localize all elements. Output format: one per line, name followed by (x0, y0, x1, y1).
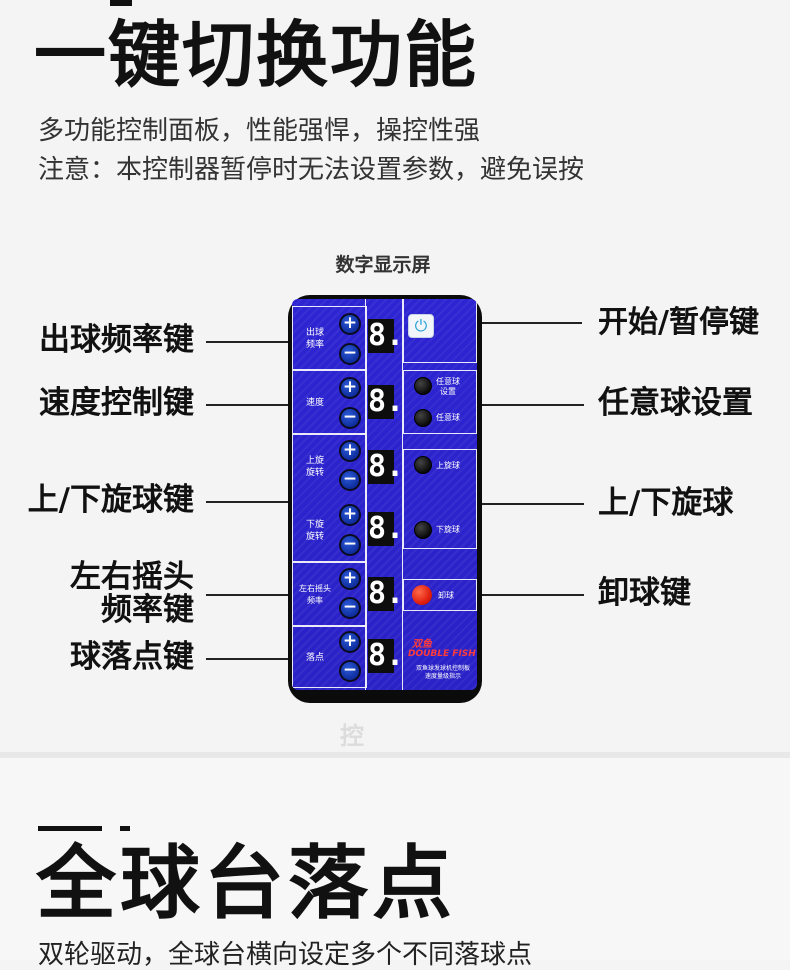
topspin-plus-button[interactable]: + (339, 440, 361, 462)
display-ball-frequency: 8. (368, 318, 405, 353)
ball-frequency-minus-button[interactable]: − (339, 343, 361, 365)
section2-decoration-bar (38, 826, 102, 831)
leader-line (440, 322, 582, 324)
label-topspin: 上旋 旋转 (305, 456, 324, 478)
group-unload (403, 579, 477, 611)
group-spin-balls (403, 449, 477, 549)
control-panel: 出球 频率 + − 速度 + − 上旋 旋转 + − 下旋 旋转 + − 左右摇… (292, 299, 477, 690)
group-swing-frequency: 左右摇头 频率 + − (292, 562, 367, 626)
callout-swing-frequency-key-1: 左右摇头 (70, 559, 194, 595)
display-topspin: 8. (368, 449, 405, 484)
landing-plus-button[interactable]: + (339, 631, 361, 653)
group-ball-frequency: 出球 频率 + − (292, 306, 367, 370)
leader-line (206, 341, 296, 343)
callout-landing-point-key: 球落点键 (70, 639, 194, 675)
power-icon: ⏻ (414, 316, 428, 335)
callout-ball-frequency-key: 出球频率键 (39, 322, 194, 358)
swing-plus-button[interactable]: + (339, 568, 361, 590)
leader-line (206, 501, 296, 503)
label-swing-frequency: 左右摇头 频率 (299, 584, 331, 605)
subtitle-line-2: 注意：本控制器暂停时无法设置参数，避免误按 (38, 155, 585, 185)
leader-line (474, 404, 584, 406)
display-speed: 8. (368, 384, 405, 419)
backspin-ball-button[interactable] (414, 521, 432, 539)
label-backspin: 下旋 旋转 (305, 520, 324, 542)
section-divider (0, 752, 790, 758)
leader-line (474, 594, 584, 596)
label-random-ball: 任意球 (436, 413, 460, 422)
backspin-minus-button[interactable]: − (339, 534, 361, 556)
panel-note: 双鱼球发球机控制板 速度量级指示 (416, 665, 471, 680)
label-backspin-ball: 下旋球 (436, 525, 460, 534)
callout-speed-control-key: 速度控制键 (39, 385, 194, 421)
digital-display-label: 数字显示屏 (335, 254, 431, 276)
ball-frequency-plus-button[interactable]: + (339, 313, 361, 335)
display-swing: 8. (368, 576, 405, 611)
leader-line (206, 594, 296, 596)
brand-logo: DOUBLE FISH (408, 649, 476, 659)
display-backspin: 8. (368, 511, 405, 546)
topspin-ball-button[interactable] (414, 456, 432, 474)
callout-swing-frequency-key-2: 频率键 (101, 592, 194, 628)
digit-column (365, 299, 403, 690)
group-speed: 速度 + − (292, 370, 367, 434)
swing-minus-button[interactable]: − (339, 597, 361, 619)
group-start-pause (403, 299, 477, 363)
leader-line (206, 658, 296, 660)
label-unload-ball: 卸球 (438, 591, 454, 600)
unload-ball-button[interactable] (412, 585, 432, 605)
subtitle-line-1: 多功能控制面板，性能强悍，操控性强 (38, 116, 481, 146)
label-speed: 速度 (305, 398, 324, 408)
callout-spin-ball: 上/下旋球 (598, 485, 734, 521)
title-decoration-bar (110, 0, 132, 6)
random-ball-setting-button[interactable] (414, 377, 432, 395)
callout-start-pause-key: 开始/暂停键 (598, 305, 759, 340)
section2-decoration-dot (120, 826, 130, 831)
label-topspin-ball: 上旋球 (436, 461, 460, 470)
brand-logo-cn: 双鱼 (412, 639, 432, 650)
label-random-ball-setting: 任意球 设置 (436, 377, 460, 396)
display-landing: 8. (368, 638, 405, 673)
feature-section-landing (0, 758, 790, 960)
group-spin: 上旋 旋转 + − 下旋 旋转 + − (292, 434, 367, 562)
start-pause-button[interactable]: ⏻ (408, 314, 434, 338)
group-landing-point: 落点 + − (292, 626, 367, 688)
leader-line (474, 503, 584, 505)
label-landing-point: 落点 (305, 653, 324, 663)
section-subtitle-landing: 双轮驱动，全球台横向设定多个不同落球点 (38, 940, 533, 970)
topspin-minus-button[interactable]: − (339, 469, 361, 491)
label-ball-frequency: 出球 频率 (305, 328, 324, 350)
watermark: 控 (340, 722, 364, 750)
speed-plus-button[interactable]: + (339, 377, 361, 399)
speed-minus-button[interactable]: − (339, 407, 361, 429)
page-title: 一键切换功能 (34, 13, 479, 97)
callout-unload-ball-key: 卸球键 (598, 575, 691, 611)
random-ball-button[interactable] (414, 409, 432, 427)
leader-line (206, 404, 296, 406)
landing-minus-button[interactable]: − (339, 660, 361, 682)
group-random-ball (403, 370, 477, 434)
callout-spin-key: 上/下旋球键 (27, 482, 194, 518)
callout-random-ball-setting: 任意球设置 (598, 385, 753, 421)
backspin-plus-button[interactable]: + (339, 504, 361, 526)
section-title-landing: 全球台落点 (36, 837, 456, 930)
